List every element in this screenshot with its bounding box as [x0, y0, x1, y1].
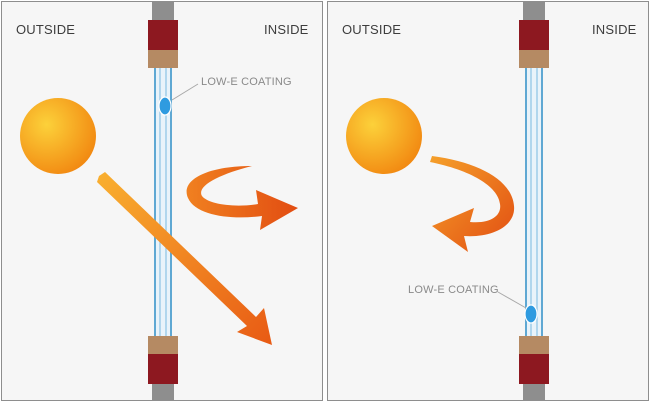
inside-label: INSIDE [264, 22, 309, 37]
diagram-panel-right: OUTSIDE INSIDE LOW-E COATING [327, 1, 649, 401]
coating-leader-line [497, 291, 527, 309]
window-post-top [523, 2, 545, 22]
low-e-coating-marker [158, 96, 172, 116]
frame-bottom-red [519, 354, 549, 384]
low-e-coating-label: LOW-E COATING [201, 76, 292, 88]
straight-arrow-icon [97, 172, 272, 345]
curved-arrow-icon [186, 166, 298, 230]
panel-right-art [346, 2, 549, 400]
inside-label: INSIDE [592, 22, 637, 37]
window-post-top [152, 2, 174, 22]
window-post-bottom [152, 384, 174, 400]
window-post-bottom [523, 384, 545, 400]
frame-top-tan [519, 50, 549, 68]
frame-bottom-tan [519, 336, 549, 354]
outside-label: OUTSIDE [342, 22, 402, 37]
sun-icon [20, 98, 96, 174]
coating-leader-line [171, 83, 199, 101]
panel-left-art [20, 2, 298, 400]
low-e-coating-marker [524, 304, 538, 324]
glass-panes [525, 68, 543, 336]
low-e-coating-label: LOW-E COATING [408, 284, 499, 296]
diagram-panel-left: OUTSIDE INSIDE LOW-E COATING [1, 1, 323, 401]
frame-top-red [519, 20, 549, 50]
frame-bottom-red [148, 354, 178, 384]
glass-panes [154, 68, 172, 336]
sun-icon [346, 98, 422, 174]
frame-top-tan [148, 50, 178, 68]
outside-label: OUTSIDE [16, 22, 76, 37]
frame-bottom-tan [148, 336, 178, 354]
frame-top-red [148, 20, 178, 50]
reflected-arrow-icon [430, 156, 515, 252]
